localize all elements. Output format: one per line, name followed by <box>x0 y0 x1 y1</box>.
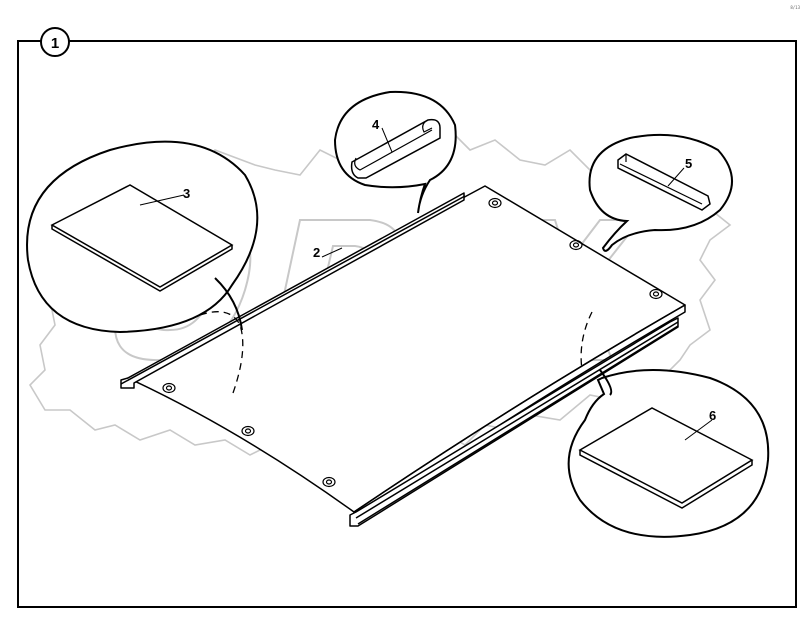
figure-number: 1 <box>51 35 59 52</box>
callout-label-2: 2 <box>313 245 320 260</box>
bolt <box>649 288 663 300</box>
bolt <box>162 382 176 394</box>
callout-bubble-4 <box>333 90 457 214</box>
leader-5 <box>667 167 685 187</box>
drawing-frame <box>17 40 797 608</box>
bolt <box>488 197 502 209</box>
callout-label-6: 6 <box>709 408 716 423</box>
figure-number-badge: 1 <box>40 27 70 57</box>
callout-label-4: 4 <box>372 117 380 132</box>
callout-label-3: 3 <box>183 186 190 201</box>
floor-panel <box>120 185 686 527</box>
callout-bubble-3 <box>26 140 259 334</box>
leader-2 <box>321 247 343 258</box>
bolt <box>241 425 255 437</box>
bolt <box>569 239 583 251</box>
callout-bubble-6 <box>567 369 770 538</box>
hidden-pad-right-dashed <box>580 311 593 371</box>
leader-4 <box>381 127 393 153</box>
profile-4 <box>350 118 441 179</box>
panel-bolts <box>162 197 663 488</box>
callout-label-5: 5 <box>685 156 692 171</box>
bolt <box>322 476 336 488</box>
callout-bubble-5 <box>588 133 733 252</box>
leader-3 <box>139 194 185 206</box>
leader-6 <box>684 419 713 441</box>
drawing-code: 8/13 <box>790 5 800 10</box>
hidden-pad-left-dashed <box>199 311 244 394</box>
